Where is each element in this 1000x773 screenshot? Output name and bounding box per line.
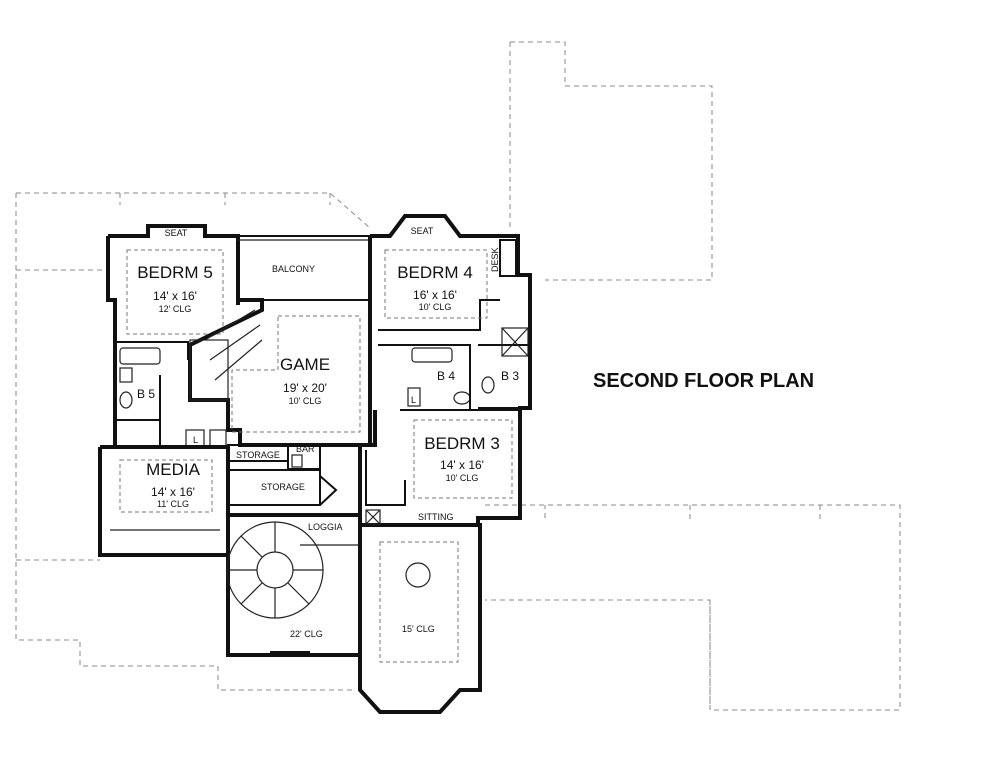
bathtub-icon: [411, 347, 453, 363]
balcony-label: BALCONY: [272, 264, 315, 274]
bedroom-3-dims: 14' x 16': [440, 458, 484, 472]
media-dims: 14' x 16': [151, 485, 195, 499]
seat-label-left: SEAT: [165, 228, 188, 238]
media-name: MEDIA: [146, 460, 201, 479]
bar-label: BAR: [296, 444, 315, 454]
bedroom-5-dims: 14' x 16': [153, 289, 197, 303]
bath-5-label: B 5: [137, 387, 155, 401]
game-name: GAME: [280, 355, 330, 374]
bath-3: [478, 327, 531, 409]
seat-label-right: SEAT: [411, 226, 434, 236]
bath-4-label: B 4: [437, 369, 455, 383]
linen-left-label: L: [193, 435, 198, 445]
toilet-icon: [119, 391, 133, 409]
desk-label: DESK: [490, 247, 500, 272]
vanity-icon: [119, 367, 133, 383]
bathtub-icon: [119, 347, 161, 365]
page-title: SECOND FLOOR PLAN: [593, 370, 814, 392]
open-below-ceiling: 15' CLG: [402, 624, 435, 634]
bedroom-5: [106, 224, 240, 447]
game-ceiling: 10' CLG: [289, 396, 322, 406]
storage-bar: [185, 429, 338, 506]
stair-icon: [189, 339, 229, 401]
bedroom-3-name: BEDRM 3: [424, 434, 500, 453]
bedroom-4: [370, 214, 532, 411]
bedroom-4-name: BEDRM 4: [397, 263, 473, 282]
loggia-label: LOGGIA: [308, 522, 343, 532]
bath-3-label: B 3: [501, 369, 519, 383]
game-dims: 19' x 20': [283, 381, 327, 395]
media-ceiling: 11' CLG: [157, 499, 189, 509]
bedroom-3-ceiling: 10' CLG: [446, 473, 479, 483]
bedroom-4-ceiling: 10' CLG: [419, 302, 452, 312]
sitting-label: SITTING: [418, 512, 454, 522]
storage-small-label: STORAGE: [236, 450, 280, 460]
storage-big-label: STORAGE: [261, 482, 305, 492]
bedroom-4-dims: 16' x 16': [413, 288, 457, 302]
roof-outline: [15, 41, 901, 711]
linen-b4-label: L: [411, 395, 416, 405]
open-below-area: [358, 523, 482, 714]
bedroom-5-name: BEDRM 5: [137, 263, 213, 282]
stair-hall-ceiling: 22' CLG: [290, 629, 323, 639]
bedroom-3: [358, 345, 532, 527]
bedroom-5-ceiling: 12' CLG: [159, 304, 192, 314]
